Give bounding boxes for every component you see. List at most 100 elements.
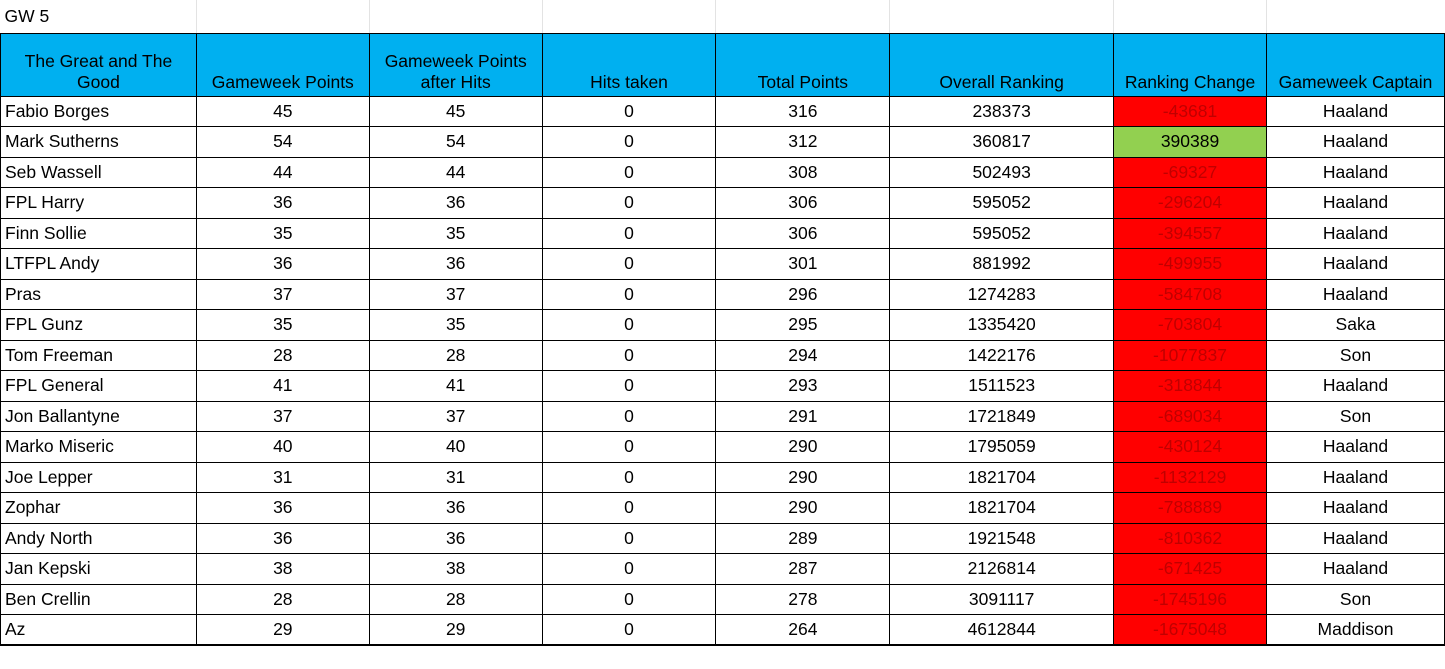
points-after-hits-cell[interactable]: 36 xyxy=(368,248,543,280)
ranking-change-cell[interactable]: -430124 xyxy=(1113,431,1267,463)
points-after-hits-cell[interactable]: 36 xyxy=(368,187,543,219)
overall-ranking-cell[interactable]: 1335420 xyxy=(889,309,1115,341)
overall-ranking-cell[interactable]: 1274283 xyxy=(889,278,1115,310)
points-after-hits-cell[interactable]: 28 xyxy=(368,583,543,615)
empty-cell[interactable] xyxy=(889,0,1115,34)
hits-taken-cell[interactable]: 0 xyxy=(541,583,717,615)
hits-taken-cell[interactable]: 0 xyxy=(541,522,717,554)
captain-cell[interactable]: Haaland xyxy=(1266,217,1445,249)
empty-cell[interactable] xyxy=(1113,0,1267,34)
empty-cell[interactable] xyxy=(196,0,370,34)
ranking-change-cell[interactable]: -499955 xyxy=(1113,248,1267,280)
hits-taken-cell[interactable]: 0 xyxy=(541,553,717,585)
overall-ranking-cell[interactable]: 360817 xyxy=(889,126,1115,158)
hits-taken-cell[interactable]: 0 xyxy=(541,431,717,463)
player-name-cell[interactable]: Pras xyxy=(0,278,197,310)
total-points-cell[interactable]: 290 xyxy=(715,461,891,493)
total-points-cell[interactable]: 301 xyxy=(715,248,891,280)
gameweek-points-cell[interactable]: 54 xyxy=(195,126,370,158)
gameweek-points-cell[interactable]: 38 xyxy=(195,553,370,585)
hits-taken-cell[interactable]: 0 xyxy=(541,614,717,646)
points-after-hits-cell[interactable]: 29 xyxy=(368,614,543,646)
total-points-cell[interactable]: 308 xyxy=(715,156,891,188)
hits-taken-cell[interactable]: 0 xyxy=(541,309,717,341)
gameweek-points-cell[interactable]: 36 xyxy=(195,522,370,554)
captain-cell[interactable]: Son xyxy=(1266,400,1445,432)
points-after-hits-cell[interactable]: 54 xyxy=(368,126,543,158)
hits-taken-cell[interactable]: 0 xyxy=(541,370,717,402)
gameweek-points-cell[interactable]: 41 xyxy=(195,370,370,402)
gameweek-points-cell[interactable]: 36 xyxy=(195,248,370,280)
overall-ranking-cell[interactable]: 1511523 xyxy=(889,370,1115,402)
overall-ranking-cell[interactable]: 3091117 xyxy=(889,583,1115,615)
total-points-cell[interactable]: 316 xyxy=(715,95,891,127)
header-hits-taken[interactable]: Hits taken xyxy=(541,32,717,97)
overall-ranking-cell[interactable]: 4612844 xyxy=(889,614,1115,646)
points-after-hits-cell[interactable]: 38 xyxy=(368,553,543,585)
points-after-hits-cell[interactable]: 35 xyxy=(368,217,543,249)
points-after-hits-cell[interactable]: 28 xyxy=(368,339,543,371)
ranking-change-cell[interactable]: -788889 xyxy=(1113,492,1267,524)
hits-taken-cell[interactable]: 0 xyxy=(541,187,717,219)
overall-ranking-cell[interactable]: 881992 xyxy=(889,248,1115,280)
overall-ranking-cell[interactable]: 1721849 xyxy=(889,400,1115,432)
overall-ranking-cell[interactable]: 1422176 xyxy=(889,339,1115,371)
total-points-cell[interactable]: 264 xyxy=(715,614,891,646)
empty-cell[interactable] xyxy=(1266,0,1445,34)
hits-taken-cell[interactable]: 0 xyxy=(541,461,717,493)
points-after-hits-cell[interactable]: 35 xyxy=(368,309,543,341)
total-points-cell[interactable]: 290 xyxy=(715,431,891,463)
captain-cell[interactable]: Saka xyxy=(1266,309,1445,341)
hits-taken-cell[interactable]: 0 xyxy=(541,400,717,432)
total-points-cell[interactable]: 306 xyxy=(715,217,891,249)
player-name-cell[interactable]: Fabio Borges xyxy=(0,95,197,127)
player-name-cell[interactable]: FPL Gunz xyxy=(0,309,197,341)
gameweek-points-cell[interactable]: 44 xyxy=(195,156,370,188)
gameweek-points-cell[interactable]: 36 xyxy=(195,492,370,524)
gameweek-points-cell[interactable]: 45 xyxy=(195,95,370,127)
captain-cell[interactable]: Maddison xyxy=(1266,614,1445,646)
ranking-change-cell[interactable]: -69327 xyxy=(1113,156,1267,188)
points-after-hits-cell[interactable]: 45 xyxy=(368,95,543,127)
gameweek-points-cell[interactable]: 40 xyxy=(195,431,370,463)
player-name-cell[interactable]: Joe Lepper xyxy=(0,461,197,493)
total-points-cell[interactable]: 296 xyxy=(715,278,891,310)
hits-taken-cell[interactable]: 0 xyxy=(541,278,717,310)
hits-taken-cell[interactable]: 0 xyxy=(541,339,717,371)
gameweek-label-cell[interactable]: GW 5 xyxy=(0,0,197,34)
gameweek-points-cell[interactable]: 29 xyxy=(195,614,370,646)
empty-cell[interactable] xyxy=(715,0,891,34)
overall-ranking-cell[interactable]: 238373 xyxy=(889,95,1115,127)
player-name-cell[interactable]: Mark Sutherns xyxy=(0,126,197,158)
player-name-cell[interactable]: FPL Harry xyxy=(0,187,197,219)
gameweek-points-cell[interactable]: 37 xyxy=(195,400,370,432)
player-name-cell[interactable]: Marko Miseric xyxy=(0,431,197,463)
captain-cell[interactable]: Haaland xyxy=(1266,431,1445,463)
ranking-change-cell[interactable]: -296204 xyxy=(1113,187,1267,219)
player-name-cell[interactable]: Zophar xyxy=(0,492,197,524)
points-after-hits-cell[interactable]: 36 xyxy=(368,522,543,554)
player-name-cell[interactable]: Andy North xyxy=(0,522,197,554)
captain-cell[interactable]: Haaland xyxy=(1266,126,1445,158)
total-points-cell[interactable]: 295 xyxy=(715,309,891,341)
hits-taken-cell[interactable]: 0 xyxy=(541,156,717,188)
header-ranking-change[interactable]: Ranking Change xyxy=(1113,32,1267,97)
captain-cell[interactable]: Haaland xyxy=(1266,187,1445,219)
ranking-change-cell[interactable]: -810362 xyxy=(1113,522,1267,554)
empty-cell[interactable] xyxy=(369,0,543,34)
points-after-hits-cell[interactable]: 37 xyxy=(368,278,543,310)
captain-cell[interactable]: Haaland xyxy=(1266,522,1445,554)
hits-taken-cell[interactable]: 0 xyxy=(541,217,717,249)
overall-ranking-cell[interactable]: 595052 xyxy=(889,217,1115,249)
points-after-hits-cell[interactable]: 41 xyxy=(368,370,543,402)
player-name-cell[interactable]: Az xyxy=(0,614,197,646)
overall-ranking-cell[interactable]: 1821704 xyxy=(889,492,1115,524)
ranking-change-cell[interactable]: -671425 xyxy=(1113,553,1267,585)
hits-taken-cell[interactable]: 0 xyxy=(541,248,717,280)
gameweek-points-cell[interactable]: 35 xyxy=(195,309,370,341)
hits-taken-cell[interactable]: 0 xyxy=(541,95,717,127)
ranking-change-cell[interactable]: -1675048 xyxy=(1113,614,1267,646)
total-points-cell[interactable]: 291 xyxy=(715,400,891,432)
header-overall-ranking[interactable]: Overall Ranking xyxy=(889,32,1115,97)
total-points-cell[interactable]: 287 xyxy=(715,553,891,585)
